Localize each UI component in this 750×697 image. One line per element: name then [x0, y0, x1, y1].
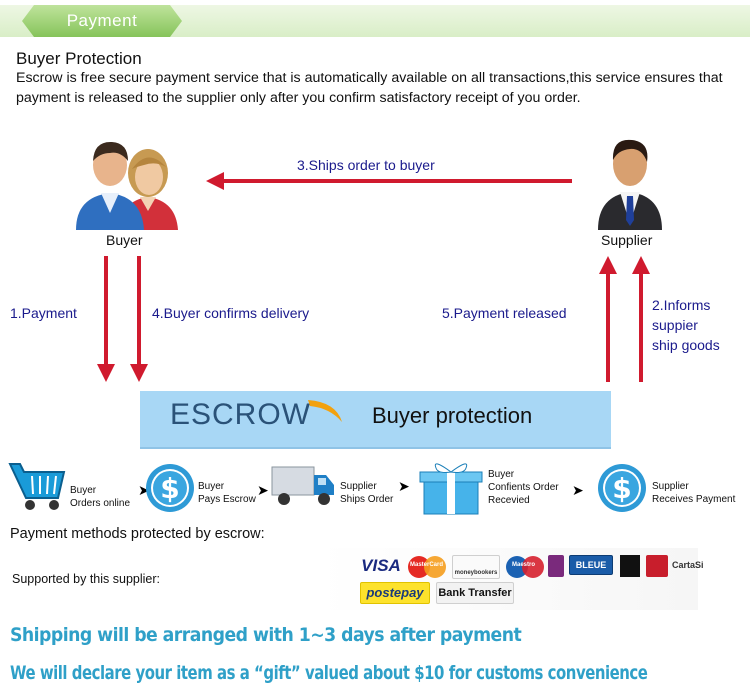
escrow-wordmark: ESCROW — [170, 398, 311, 431]
process-line: Recevied — [488, 495, 530, 506]
card-brand-logo — [548, 555, 564, 577]
cartasi-logo: CartaSi — [672, 560, 704, 570]
process-line: Buyer — [70, 485, 97, 496]
process-arrow-icon: ➤ — [138, 482, 150, 498]
flow-arrows — [97, 172, 650, 382]
maestro-logo: Maestro — [506, 554, 546, 578]
process-arrow-icon: ➤ — [572, 482, 584, 498]
maestro-text: Maestro — [512, 562, 536, 568]
payment-tab-label: Payment — [66, 11, 138, 30]
step1-label: 1.Payment — [10, 305, 77, 321]
process-line: Orders online — [70, 498, 131, 509]
process-arrow-icon: ➤ — [257, 482, 269, 498]
carte-bleue-logo: BLEUE — [569, 555, 613, 575]
moneybookers-logo: moneybookers — [452, 555, 500, 579]
customs-notice: We will declare your item as a “gift” va… — [10, 662, 648, 684]
process-step-4: Buyer Confients Order Recevied — [488, 468, 559, 507]
escrow-tagline: Buyer protection — [372, 403, 533, 428]
card-brand-logo — [620, 555, 640, 577]
payment-tab[interactable] — [22, 5, 182, 37]
supplier-businessman-icon — [598, 139, 662, 230]
svg-text:$: $ — [160, 472, 179, 505]
process-line: Buyer — [198, 481, 225, 492]
escrow-banner — [140, 391, 611, 449]
card-brand-logo — [646, 555, 668, 577]
supplier-label: Supplier — [601, 232, 653, 248]
mastercard-text: MasterCard — [410, 562, 444, 568]
shipping-notice: Shipping will be arranged with 1~3 days … — [10, 624, 522, 646]
arrow-ships-order-head — [206, 172, 224, 190]
step3-label: 3.Ships order to buyer — [297, 157, 435, 173]
bank-transfer-logo: Bank Transfer — [436, 582, 514, 604]
process-step-3: Supplier Ships Order — [340, 480, 393, 506]
process-line: Buyer — [488, 469, 515, 480]
arrow-payment-released-head — [599, 256, 617, 274]
escrow-description: Escrow is free secure payment service th… — [16, 70, 723, 106]
gift-box-icon — [419, 463, 483, 515]
postepay-logo: postepay — [360, 582, 430, 604]
delivery-truck-icon — [271, 466, 334, 505]
step2-line: 2.Informs — [652, 297, 711, 313]
process-line: Supplier — [340, 481, 377, 492]
step2-label: 2.Informs suppier ship goods — [652, 295, 720, 355]
step2-line: ship goods — [652, 337, 720, 353]
buyer-label: Buyer — [106, 232, 143, 248]
process-step-2: Buyer Pays Escrow — [198, 480, 256, 506]
step4-label: 4.Buyer confirms delivery — [152, 305, 310, 321]
step5-label: 5.Payment released — [442, 305, 567, 321]
process-arrow-icon: ➤ — [398, 478, 410, 494]
escrow-swoosh-icon — [308, 400, 342, 422]
step2-line: suppier — [652, 317, 698, 333]
shopping-cart-icon — [8, 463, 66, 510]
supported-by-supplier-label: Supported by this supplier: — [12, 572, 161, 586]
dollar-coin-icon: $ — [146, 464, 194, 512]
visa-logo: VISA — [361, 556, 401, 575]
svg-text:$: $ — [612, 472, 631, 505]
arrow-informs-supplier-head — [632, 256, 650, 274]
mastercard-logo: MasterCard — [408, 554, 448, 578]
arrow-payment-head — [97, 364, 115, 382]
process-line: Receives Payment — [652, 494, 736, 505]
process-step-5: Supplier Receives Payment — [652, 480, 735, 506]
process-step-1: Buyer Orders online — [70, 484, 130, 510]
process-line: Confients Order — [488, 482, 559, 493]
process-line: Ships Order — [340, 494, 394, 505]
process-line: Pays Escrow — [198, 494, 256, 505]
process-line: Supplier — [652, 481, 689, 492]
dollar-coin-icon: $ — [598, 464, 646, 512]
arrow-buyer-confirms-head — [130, 364, 148, 382]
buyer-protection-title: Buyer Protection — [16, 49, 142, 68]
buyer-people-icon — [76, 141, 178, 230]
payment-methods-title: Payment methods protected by escrow: — [10, 526, 265, 542]
